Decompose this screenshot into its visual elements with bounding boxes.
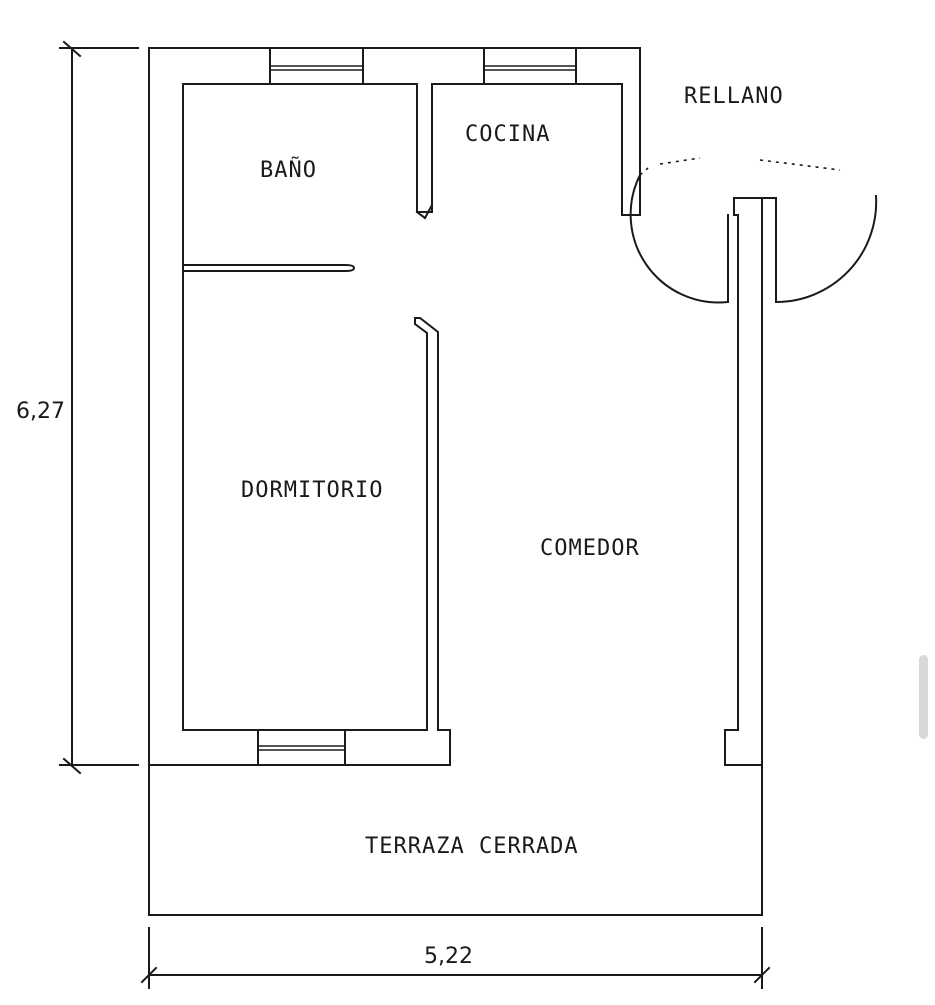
inner-walls (182, 83, 623, 731)
label-cocina: COCINA (465, 122, 550, 147)
door-swing-right (759, 159, 878, 304)
right-wall (724, 197, 777, 766)
scrollbar-thumb[interactable] (919, 655, 928, 739)
dimension-width (140, 927, 771, 989)
window-cocina (483, 47, 577, 85)
dormitorio-partition (182, 317, 451, 766)
bano-partition (182, 263, 356, 273)
label-bano: BAÑO (260, 156, 317, 183)
dimension-width-label: 5,22 (424, 944, 473, 969)
label-dormitorio: DORMITORIO (241, 478, 383, 503)
dimension-height-label: 6,27 (16, 399, 65, 424)
label-comedor: COMEDOR (540, 536, 640, 561)
window-bano (269, 47, 364, 85)
label-terraza: TERRAZA CERRADA (365, 834, 579, 859)
window-dormitorio (257, 729, 346, 766)
label-rellano: RELLANO (684, 84, 784, 109)
door-swing-left (629, 157, 730, 304)
dimension-height (59, 40, 139, 775)
